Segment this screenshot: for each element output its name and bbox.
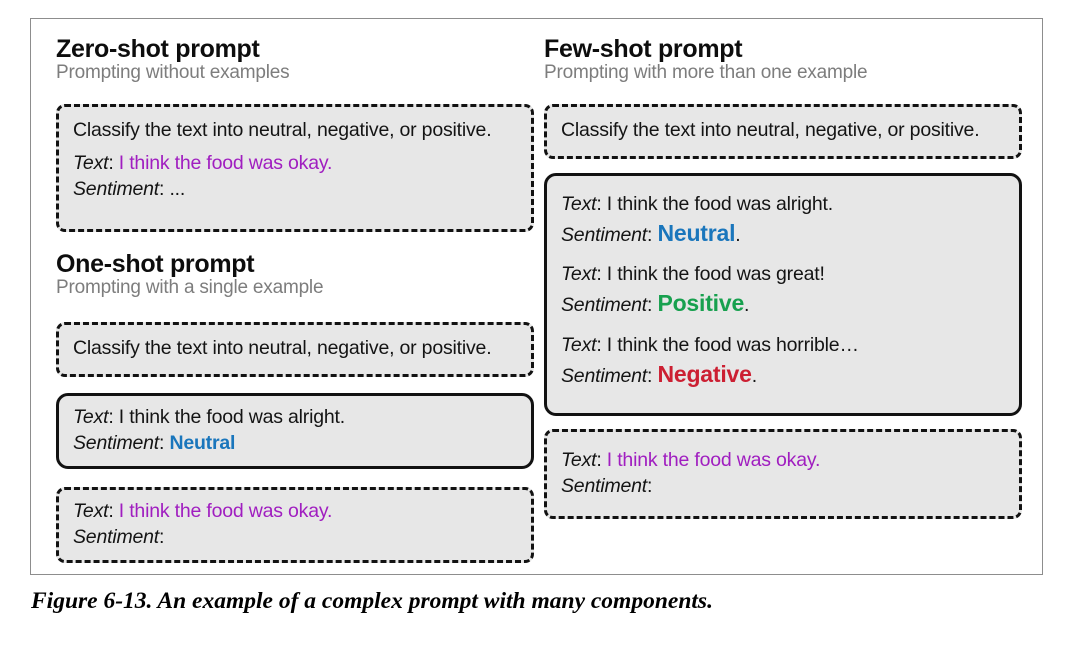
example-text-line: Text: I think the food was alright. [561,192,1005,218]
few-shot-section: Few-shot prompt Prompting with more than… [544,35,868,84]
one-shot-query-box[interactable]: Text: I think the food was okay. Sentime… [56,487,534,563]
zero-shot-text-value: I think the food was okay. [118,152,333,175]
example-2-sentiment-value: Positive [657,290,745,317]
colon: : [647,474,653,497]
figure-frame: Zero-shot prompt Prompting without examp… [30,18,1043,575]
few-shot-instruction-box[interactable]: Classify the text into neutral, negative… [544,104,1022,159]
few-shot-example-1: Text: I think the food was alright. Sent… [561,192,1005,248]
text-label: Text [561,448,597,471]
one-shot-example-box[interactable]: Text: I think the food was alright. Sent… [56,393,534,469]
sentiment-label: Sentiment [73,178,159,201]
one-shot-example-sentiment-line: Sentiment: Neutral [73,431,517,457]
colon: : [159,431,165,454]
zero-shot-sentiment-value: ... [169,178,186,201]
colon: : [159,525,165,548]
text-label: Text [73,405,109,428]
colon: : [159,178,165,201]
few-shot-instruction: Classify the text into neutral, negative… [561,119,980,142]
one-shot-instruction: Classify the text into neutral, negative… [73,337,492,360]
colon: : [647,223,653,246]
zero-shot-prompt-box[interactable]: Classify the text into neutral, negative… [56,104,534,232]
spacer [73,142,517,151]
one-shot-instruction-box[interactable]: Classify the text into neutral, negative… [56,322,534,377]
few-shot-query-sentiment-line: Sentiment: [561,474,1005,500]
zero-shot-title: Zero-shot prompt [56,35,260,63]
zero-shot-sentiment-line: Sentiment: ... [73,177,517,203]
sentiment-label: Sentiment [561,223,647,246]
zero-shot-instruction: Classify the text into neutral, negative… [73,119,492,141]
sentiment-label: Sentiment [73,525,159,548]
text-label: Text [561,263,597,286]
one-shot-example-text-value: I think the food was alright. [118,405,345,428]
text-label: Text [561,333,597,356]
few-shot-example-3: Text: I think the food was horrible… Sen… [561,333,1005,389]
example-text-line: Text: I think the food was great! [561,262,1005,288]
one-shot-query-text-value: I think the food was okay. [118,499,333,522]
example-sentiment-line: Sentiment: Negative. [561,359,1005,390]
colon: : [108,152,114,175]
text-label: Text [561,193,597,215]
example-3-trailing-period: . [751,364,757,387]
one-shot-subtitle: Prompting with a single example [56,277,324,299]
colon: : [596,333,602,356]
few-shot-query-text-value: I think the food was okay. [606,448,821,471]
sentiment-label: Sentiment [561,364,647,387]
zero-shot-subtitle: Prompting without examples [56,62,290,84]
sentiment-label: Sentiment [561,294,647,317]
few-shot-query-text-line: Text: I think the food was okay. [561,448,1005,474]
example-3-text-value: I think the food was horrible… [606,333,859,356]
example-1-text-value: I think the food was alright. [606,193,833,215]
colon: : [647,294,653,317]
example-sentiment-line: Sentiment: Neutral. [561,218,1005,249]
figure-caption: Figure 6-13. An example of a complex pro… [31,588,713,614]
example-3-sentiment-value: Negative [657,360,752,387]
colon: : [647,364,653,387]
colon: : [108,405,114,428]
colon: : [596,263,602,286]
few-shot-examples-box[interactable]: Text: I think the food was alright. Sent… [544,173,1022,416]
sentiment-label: Sentiment [73,431,159,454]
example-text-line: Text: I think the food was horrible… [561,333,1005,359]
zero-shot-section: Zero-shot prompt Prompting without examp… [56,35,290,84]
zero-shot-text-line: Text: I think the food was okay. [73,151,517,177]
one-shot-section: One-shot prompt Prompting with a single … [56,250,324,299]
few-shot-subtitle: Prompting with more than one example [544,62,868,84]
example-1-sentiment-value: Neutral [657,219,736,246]
text-label: Text [73,152,109,175]
sentiment-label: Sentiment [561,474,647,497]
colon: : [108,499,114,522]
one-shot-example-text-line: Text: I think the food was alright. [73,405,517,431]
one-shot-title: One-shot prompt [56,250,255,278]
colon: : [596,448,602,471]
example-2-text-value: I think the food was great! [606,263,825,286]
one-shot-example-sentiment-value: Neutral [169,431,236,454]
one-shot-query-sentiment-line: Sentiment: [73,525,517,551]
few-shot-title: Few-shot prompt [544,35,743,63]
text-label: Text [73,499,109,522]
colon: : [596,193,602,215]
example-sentiment-line: Sentiment: Positive. [561,288,1005,319]
one-shot-query-text-line: Text: I think the food was okay. [73,499,517,525]
few-shot-query-box[interactable]: Text: I think the food was okay. Sentime… [544,429,1022,519]
few-shot-example-2: Text: I think the food was great! Sentim… [561,262,1005,318]
example-2-trailing-period: . [744,294,750,317]
example-1-trailing-period: . [735,223,741,246]
